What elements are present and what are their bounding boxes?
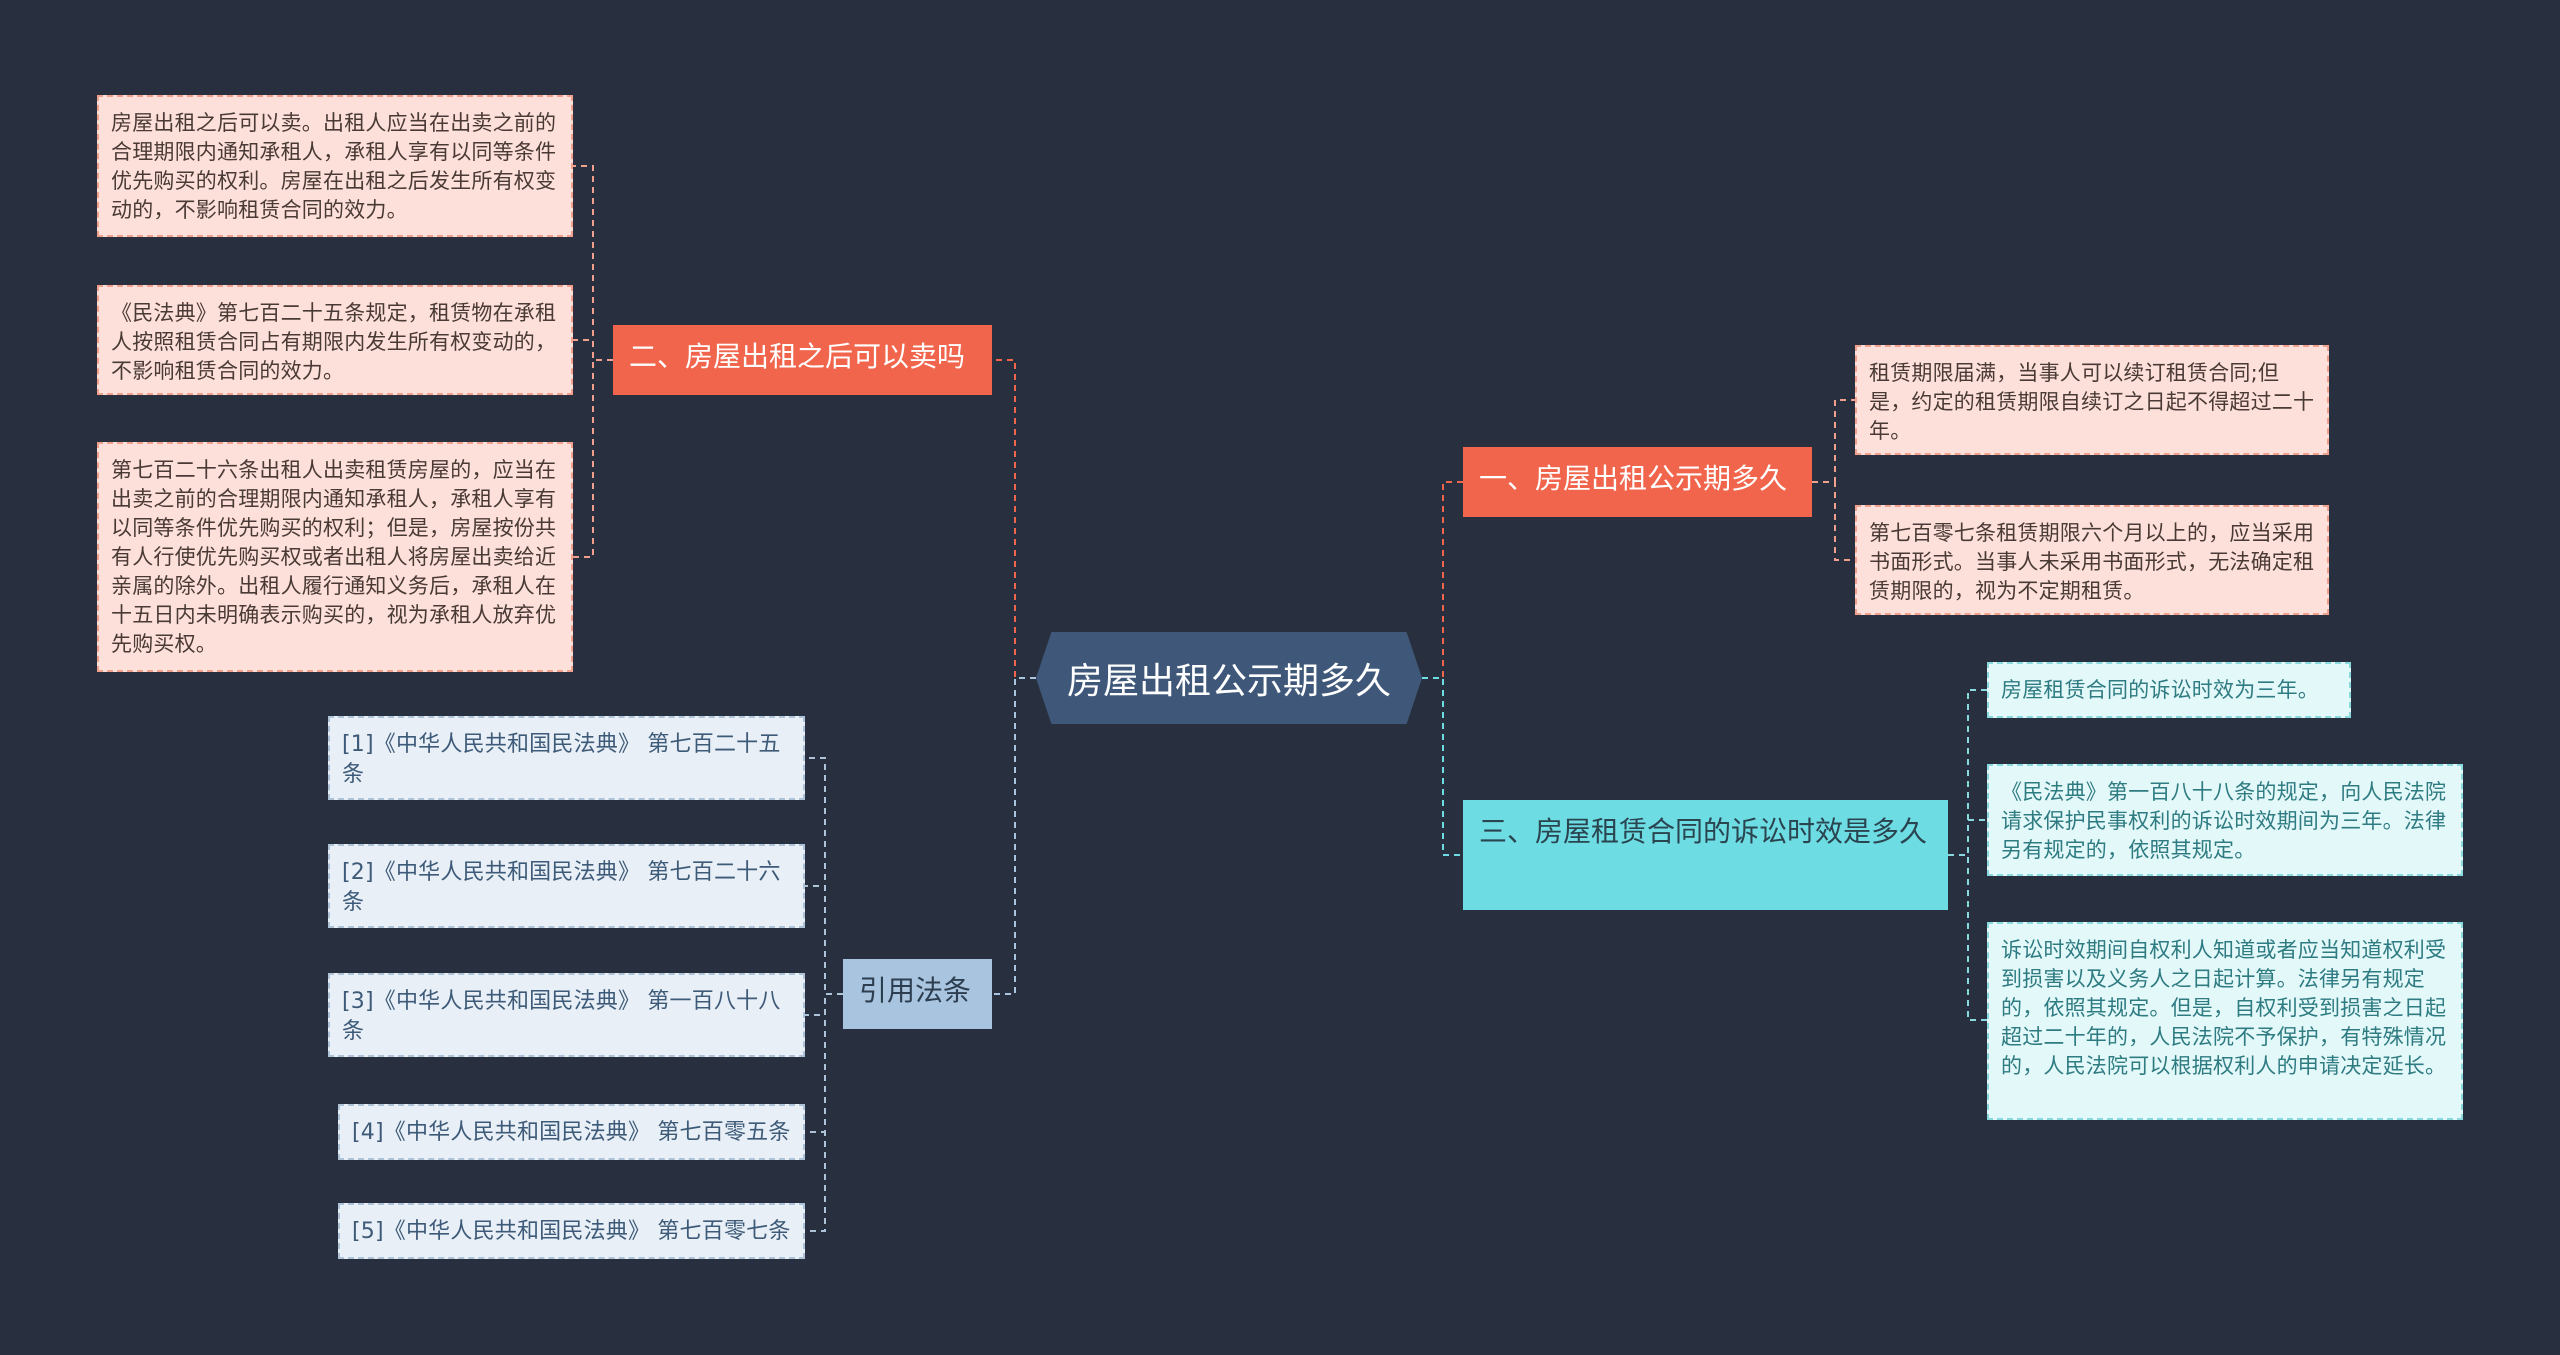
- leaf-b3-1[interactable]: 房屋租赁合同的诉讼时效为三年。: [1987, 662, 2351, 718]
- leaf-text: 房屋租赁合同的诉讼时效为三年。: [2001, 678, 2319, 702]
- leaf-b2-3[interactable]: 第七百二十六条出租人出卖租赁房屋的，应当在出卖之前的合理期限内通知承租人，承租人…: [97, 442, 573, 672]
- leaf-text: 租赁期限届满，当事人可以续订租赁合同;但是，约定的租赁期限自续订之日起不得超过二…: [1869, 361, 2315, 443]
- branch-cited-laws[interactable]: 引用法条: [843, 959, 992, 1029]
- leaf-b1-2[interactable]: 第七百零七条租赁期限六个月以上的，应当采用书面形式。当事人未采用书面形式，无法确…: [1855, 505, 2329, 615]
- leaf-b2-1[interactable]: 房屋出租之后可以卖。出租人应当在出卖之前的合理期限内通知承租人，承租人享有以同等…: [97, 95, 573, 237]
- leaf-text: 诉讼时效期间自权利人知道或者应当知道权利受到损害以及义务人之日起计算。法律另有规…: [2001, 938, 2447, 1078]
- leaf-text: 《民法典》第七百二十五条规定，租赁物在承租人按照租赁合同占有期限内发生所有权变动…: [111, 301, 557, 383]
- leaf-text: [3]《中华人民共和国民法典》 第一百八十八条: [342, 989, 781, 1044]
- center-topic-label: 房屋出租公示期多久: [1066, 661, 1391, 702]
- leaf-b3-2[interactable]: 《民法典》第一百八十八条的规定，向人民法院请求保护民事权利的诉讼时效期间为三年。…: [1987, 764, 2463, 876]
- leaf-b4-1[interactable]: [1]《中华人民共和国民法典》 第七百二十五条: [328, 716, 805, 800]
- branch-rental-notice-period[interactable]: 一、房屋出租公示期多久: [1463, 447, 1812, 517]
- center-topic[interactable]: 房屋出租公示期多久: [1036, 632, 1422, 724]
- leaf-b4-5[interactable]: [5]《中华人民共和国民法典》 第七百零七条: [338, 1203, 805, 1259]
- branch-label: 引用法条: [859, 974, 972, 1007]
- leaf-b4-4[interactable]: [4]《中华人民共和国民法典》 第七百零五条: [338, 1104, 805, 1160]
- branch-label: 一、房屋出租公示期多久: [1479, 462, 1788, 495]
- leaf-text: 《民法典》第一百八十八条的规定，向人民法院请求保护民事权利的诉讼时效期间为三年。…: [2001, 780, 2447, 862]
- leaf-text: 房屋出租之后可以卖。出租人应当在出卖之前的合理期限内通知承租人，承租人享有以同等…: [111, 111, 557, 222]
- leaf-b1-1[interactable]: 租赁期限届满，当事人可以续订租赁合同;但是，约定的租赁期限自续订之日起不得超过二…: [1855, 345, 2329, 455]
- leaf-b4-2[interactable]: [2]《中华人民共和国民法典》 第七百二十六条: [328, 844, 805, 928]
- leaf-b4-3[interactable]: [3]《中华人民共和国民法典》 第一百八十八条: [328, 973, 805, 1057]
- leaf-text: 第七百二十六条出租人出卖租赁房屋的，应当在出卖之前的合理期限内通知承租人，承租人…: [111, 458, 557, 656]
- leaf-text: [2]《中华人民共和国民法典》 第七百二十六条: [342, 860, 781, 915]
- leaf-text: 第七百零七条租赁期限六个月以上的，应当采用书面形式。当事人未采用书面形式，无法确…: [1869, 521, 2315, 603]
- leaf-text: [5]《中华人民共和国民法典》 第七百零七条: [352, 1219, 791, 1244]
- leaf-b3-3[interactable]: 诉讼时效期间自权利人知道或者应当知道权利受到损害以及义务人之日起计算。法律另有规…: [1987, 922, 2463, 1120]
- branch-limitation-period[interactable]: 三、房屋租赁合同的诉讼时效是多久: [1463, 800, 1948, 910]
- leaf-text: [4]《中华人民共和国民法典》 第七百零五条: [352, 1120, 791, 1145]
- leaf-b2-2[interactable]: 《民法典》第七百二十五条规定，租赁物在承租人按照租赁合同占有期限内发生所有权变动…: [97, 285, 573, 395]
- leaf-text: [1]《中华人民共和国民法典》 第七百二十五条: [342, 732, 781, 787]
- branch-can-sell-after-rent[interactable]: 二、房屋出租之后可以卖吗: [613, 325, 992, 395]
- branch-label: 二、房屋出租之后可以卖吗: [629, 340, 966, 373]
- branch-label: 三、房屋租赁合同的诉讼时效是多久: [1479, 815, 1928, 848]
